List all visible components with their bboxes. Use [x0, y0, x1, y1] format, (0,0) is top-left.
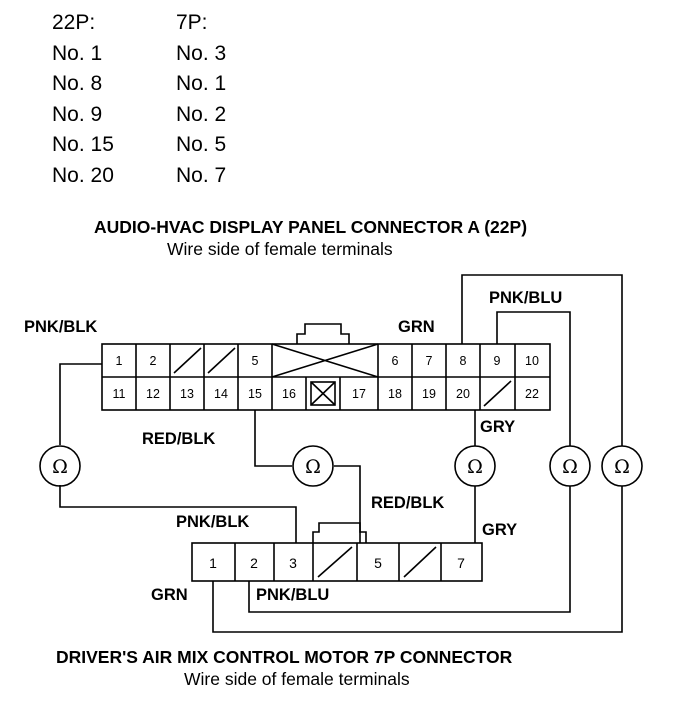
empty-cavity-wide: [271, 343, 379, 378]
empty-cavity-3: [173, 347, 202, 374]
pin-label: 7: [426, 354, 433, 368]
ohmmeter-circle: [549, 445, 591, 487]
ohmmeter-circle: [601, 445, 643, 487]
wire-grn-upper: [461, 274, 623, 446]
connector-b-body: [191, 542, 483, 582]
pin-22p: No. 15: [52, 133, 114, 156]
pin-label: 2: [250, 555, 258, 571]
pin-22p: No. 1: [52, 41, 103, 65]
connector-b-pins: 1 2 3 5 7: [209, 555, 465, 571]
header-22p: 22P:: [52, 11, 96, 34]
pin-label: 14: [214, 387, 228, 401]
connector-a-bottom-pins: 11 12 13 14 15 16 17 18 19 20 22: [113, 387, 539, 401]
connector-b-dividers: [234, 543, 442, 581]
connector-a-top-dividers: [135, 344, 516, 377]
ohm-icon: Ω: [305, 456, 321, 478]
connector-a-title: AUDIO-HVAC DISPLAY PANEL CONNECTOR A (22…: [94, 217, 528, 237]
pin-table-row: No. 8 No. 1: [52, 69, 226, 100]
connector-b-subtitle: Wire side of female terminals: [184, 669, 410, 689]
ohm-icon: Ω: [52, 456, 68, 478]
pin-table-row: No. 9 No. 2: [52, 100, 226, 131]
pin-label: 22: [525, 387, 539, 401]
empty-cavity-b6: [403, 546, 437, 578]
pin-correspondence-table: 22P: 7P: No. 1 No. 3 No. 8 No. 1 No. 9 N…: [52, 8, 226, 191]
wire-label-grn: GRN: [398, 318, 435, 336]
pin-label: 18: [388, 387, 402, 401]
pin-label: 13: [180, 387, 194, 401]
pin-label: 5: [374, 555, 382, 571]
wire-label-pnk-blu: PNK/BLU: [489, 289, 563, 307]
pin-label: 6: [392, 354, 399, 368]
pin-label: 20: [456, 387, 470, 401]
empty-cavity-21: [483, 380, 512, 407]
pin-7p: No. 3: [176, 41, 227, 65]
pin-7p: No. 7: [176, 163, 227, 187]
pin-table-row: No. 1 No. 3: [52, 39, 226, 70]
header-7p: 7P:: [176, 11, 208, 34]
pin-label: 11: [113, 387, 126, 401]
pin-22p: No. 20: [52, 163, 114, 187]
wire-label-pnk-blu: PNK/BLU: [256, 586, 330, 604]
pin-label: 1: [209, 555, 217, 571]
wire-label-grn: GRN: [151, 586, 188, 604]
connector-a-lock-tab: [296, 323, 350, 344]
pin-label: 16: [282, 387, 296, 401]
pin-label: 12: [146, 387, 160, 401]
pin-label: 9: [494, 354, 501, 368]
wire-pnk-blu-upper: [496, 311, 571, 446]
ohmmeter-circle: [292, 445, 334, 487]
pin-label: 10: [525, 354, 539, 368]
wire-label-red-blk: RED/BLK: [142, 430, 216, 448]
pin-22p: No. 8: [52, 72, 103, 95]
connector-b-title: DRIVER'S AIR MIX CONTROL MOTOR 7P CONNEC…: [56, 647, 513, 667]
wire-label-pnk-blk: PNK/BLK: [176, 513, 250, 531]
pin-7p: No. 5: [176, 133, 227, 156]
empty-cavity-b4: [317, 546, 353, 578]
pin-label: 3: [289, 555, 297, 571]
connector-a-bottom-dividers: [135, 377, 516, 410]
ohmmeter-circle: [39, 445, 81, 487]
connector-a-top-pins: 1 2 5 6 7 8 9 10: [116, 354, 539, 368]
ohmmeter-circle: [454, 445, 496, 487]
blocked-cavity: [310, 381, 336, 406]
blocked-cavity-box: [310, 381, 336, 406]
wire-pnk-blk-lower: [59, 485, 297, 543]
wire-label-gry: GRY: [482, 521, 518, 539]
pin-label: 8: [460, 354, 467, 368]
ohm-icon: Ω: [467, 456, 483, 478]
ohm-icon: Ω: [614, 456, 630, 478]
wire-label-red-blk: RED/BLK: [371, 494, 445, 512]
connector-b-lock-tab: [312, 522, 367, 543]
pin-7p: No. 1: [176, 72, 227, 95]
pin-label: 17: [352, 387, 366, 401]
wire-label-gry: GRY: [480, 418, 516, 436]
wire-pnk-blk-upper: [59, 363, 102, 445]
pin-label: 15: [248, 387, 262, 401]
wire-grn-lower: [212, 486, 623, 633]
pin-22p: No. 9: [52, 102, 103, 126]
pin-label: 5: [252, 354, 259, 368]
wire-red-blk-lower: [334, 465, 361, 543]
pin-7p: No. 2: [176, 102, 227, 126]
wire-pnk-blu-lower: [248, 486, 571, 613]
pin-label: 19: [422, 387, 436, 401]
empty-cavity-4: [207, 347, 236, 374]
pin-table-row: No. 20 No. 7: [52, 161, 226, 192]
wire-red-blk-upper: [254, 410, 292, 467]
wire-label-pnk-blk: PNK/BLK: [24, 318, 98, 336]
connector-a-subtitle: Wire side of female terminals: [167, 239, 393, 259]
pin-label: 1: [116, 354, 123, 368]
pin-label: 7: [457, 555, 465, 571]
ohm-icon: Ω: [562, 456, 578, 478]
pin-table-header: 22P: 7P:: [52, 8, 226, 39]
pin-table-row: No. 15 No. 5: [52, 130, 226, 161]
pin-label: 2: [150, 354, 157, 368]
